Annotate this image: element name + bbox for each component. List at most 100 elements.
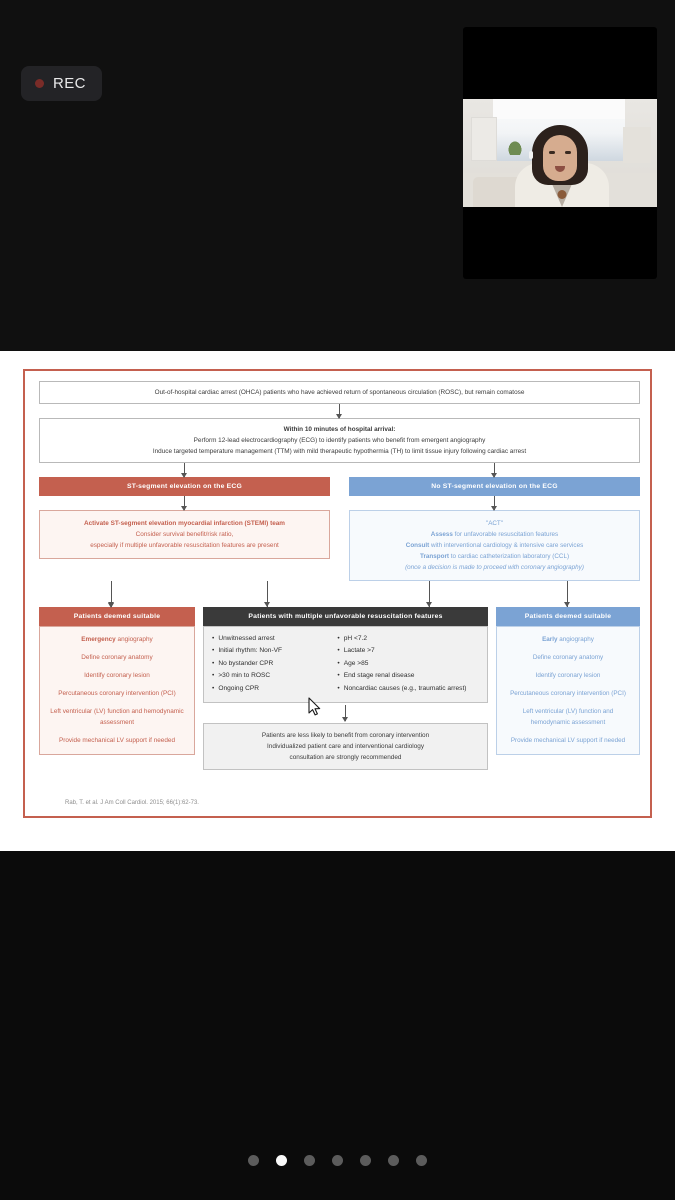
pagination-dot-6[interactable]: [388, 1155, 399, 1166]
act-consult: Consult with interventional cardiology &…: [358, 540, 631, 551]
unfavorable-a-1: Initial rhythm: Non-VF: [212, 645, 323, 657]
left-suitable-item-1: Define coronary anatomy: [81, 654, 153, 661]
arrow-to-unfavorable-right: [429, 581, 430, 607]
recording-badge: REC: [21, 66, 102, 101]
unfavorable-b-3: End stage renal disease: [337, 670, 479, 682]
unfavorable-b-4: Noncardiac causes (e.g., traumatic arres…: [337, 683, 479, 695]
webcam-pendant: [557, 190, 567, 199]
arrow-ohca-to-arrival: [39, 404, 640, 419]
mouse-cursor: [308, 697, 321, 716]
header-no-st-elevation: No ST-segment elevation on the ECG: [349, 477, 640, 496]
act-title: "ACT": [485, 520, 504, 527]
right-suitable-list: Early angiography Define coronary anatom…: [496, 626, 640, 755]
webcam-shelf-left: [471, 117, 497, 161]
unfavorable-a-2: No bystander CPR: [212, 658, 323, 670]
flow-box-arrival: Within 10 minutes of hospital arrival: P…: [39, 418, 640, 463]
act-note: (once a decision is made to proceed with…: [405, 564, 584, 571]
webcam-eye-left: [549, 151, 555, 154]
webcam-wall-right: [623, 127, 651, 163]
right-suitable-item-1: Define coronary anatomy: [532, 654, 604, 661]
slide-citation: Rab, T. et al. J Am Coll Cardiol. 2015; …: [65, 800, 199, 806]
arrival-line-1: Perform 12-lead electrocardiography (ECG…: [193, 437, 486, 444]
webcam-face: [543, 135, 577, 181]
act-transport: Transport to cardiac catheterization lab…: [358, 551, 631, 562]
unfavorable-header: Patients with multiple unfavorable resus…: [203, 607, 488, 626]
right-suitable-item-2: Identify coronary lesion: [535, 672, 601, 679]
unfavorable-a-3: >30 min to ROSC: [212, 670, 323, 682]
right-suitable-item-0: Early angiography: [542, 636, 594, 643]
pagination-dot-1[interactable]: [248, 1155, 259, 1166]
slide-pagination[interactable]: [0, 1155, 675, 1166]
left-suitable-item-5: Provide mechanical LV support if needed: [58, 737, 176, 744]
header-st-elevation: ST-segment elevation on the ECG: [39, 477, 330, 496]
panel-left-suitable: Patients deemed suitable Emergency angio…: [39, 607, 195, 770]
presenter-webcam-pip[interactable]: [463, 27, 657, 279]
webcam-video-frame: [463, 99, 657, 207]
arrow-to-unfavorable-left: [267, 581, 268, 607]
left-suitable-header: Patients deemed suitable: [39, 607, 195, 626]
flow-box-stemi: Activate ST-segment elevation myocardial…: [39, 510, 330, 559]
split-arrows: [39, 581, 640, 608]
pagination-dot-7[interactable]: [416, 1155, 427, 1166]
act-assess-lead: Assess: [430, 531, 453, 538]
arrow-to-right-suitable: [567, 581, 568, 607]
stemi-line-1: Consider survival benefit/risk ratio,: [135, 531, 234, 538]
panel-right-suitable: Patients deemed suitable Early angiograp…: [496, 607, 640, 770]
arrival-line-2: Induce targeted temperature management (…: [152, 448, 527, 455]
outcome-line-1: Patients are less likely to benefit from…: [261, 732, 430, 740]
act-consult-rest: with interventional cardiology & intensi…: [429, 542, 584, 549]
webcam-blind: [493, 99, 625, 119]
recording-label: REC: [53, 75, 86, 92]
unfavorable-column-a: Unwitnessed arrest Initial rhythm: Non-V…: [212, 633, 323, 695]
left-suitable-item-4: Left ventricular (LV) function and hemod…: [50, 708, 184, 726]
right-suitable-header: Patients deemed suitable: [496, 607, 640, 626]
webcam-plant: [505, 137, 525, 155]
right-suitable-item-5: Provide mechanical LV support if needed: [510, 737, 626, 744]
branch-arrows-2: [39, 496, 640, 511]
branch-bodies: Activate ST-segment elevation myocardial…: [39, 510, 640, 581]
act-assess-rest: for unfavorable resuscitation features: [452, 531, 559, 538]
unfavorable-b-1: Lactate >7: [337, 645, 479, 657]
unfavorable-a-0: Unwitnessed arrest: [212, 633, 323, 645]
outcome-line-3: consultation are strongly recommended: [289, 754, 402, 762]
stemi-line-2: especially if multiple unfavorable resus…: [90, 542, 279, 549]
outcome-row: Patients deemed suitable Emergency angio…: [39, 607, 640, 771]
act-consult-lead: Consult: [405, 542, 430, 549]
pagination-dot-4[interactable]: [332, 1155, 343, 1166]
pagination-dot-3[interactable]: [304, 1155, 315, 1166]
record-dot-icon: [35, 79, 44, 88]
slide-border: Out-of-hospital cardiac arrest (OHCA) pa…: [23, 369, 652, 818]
branch-headers: ST-segment elevation on the ECG No ST-se…: [39, 477, 640, 496]
flowchart: Out-of-hospital cardiac arrest (OHCA) pa…: [39, 381, 640, 771]
act-assess: Assess for unfavorable resuscitation fea…: [358, 529, 631, 540]
webcam-earbud: [529, 151, 533, 159]
webcam-mouth: [555, 166, 565, 172]
pagination-dot-5[interactable]: [360, 1155, 371, 1166]
left-suitable-item-3: Percutaneous coronary intervention (PCI): [58, 690, 176, 697]
left-suitable-item-0: Emergency angiography: [81, 636, 153, 643]
flow-box-outcome: Patients are less likely to benefit from…: [203, 723, 488, 771]
slide-image[interactable]: Out-of-hospital cardiac arrest (OHCA) pa…: [0, 351, 675, 851]
right-suitable-item-4: Left ventricular (LV) function and hemod…: [522, 708, 614, 726]
arrival-heading: Within 10 minutes of hospital arrival:: [283, 426, 396, 433]
unfavorable-column-b: pH <7.2 Lactate >7 Age >85 End stage ren…: [337, 633, 479, 695]
webcam-eye-right: [565, 151, 571, 154]
flow-box-ohca: Out-of-hospital cardiac arrest (OHCA) pa…: [39, 381, 640, 404]
branch-arrows: [39, 463, 640, 478]
left-suitable-item-2: Identify coronary lesion: [84, 672, 150, 679]
unfavorable-a-4: Ongoing CPR: [212, 683, 323, 695]
unfavorable-lists: Unwitnessed arrest Initial rhythm: Non-V…: [203, 626, 488, 704]
right-suitable-item-3: Percutaneous coronary intervention (PCI): [510, 690, 626, 697]
panel-unfavorable: Patients with multiple unfavorable resus…: [203, 607, 488, 771]
act-transport-rest: to cardiac catheterization laboratory (C…: [449, 553, 570, 560]
left-suitable-list: Emergency angiography Define coronary an…: [39, 626, 195, 755]
pagination-dot-2[interactable]: [276, 1155, 287, 1166]
unfavorable-b-0: pH <7.2: [337, 633, 479, 645]
act-transport-lead: Transport: [419, 553, 449, 560]
video-stage: REC: [0, 0, 675, 351]
outcome-line-2: Individualized patient care and interven…: [266, 743, 425, 751]
unfavorable-b-2: Age >85: [337, 658, 479, 670]
stemi-title: Activate ST-segment elevation myocardial…: [83, 520, 285, 527]
flow-box-act: "ACT" Assess for unfavorable resuscitati…: [349, 510, 640, 581]
